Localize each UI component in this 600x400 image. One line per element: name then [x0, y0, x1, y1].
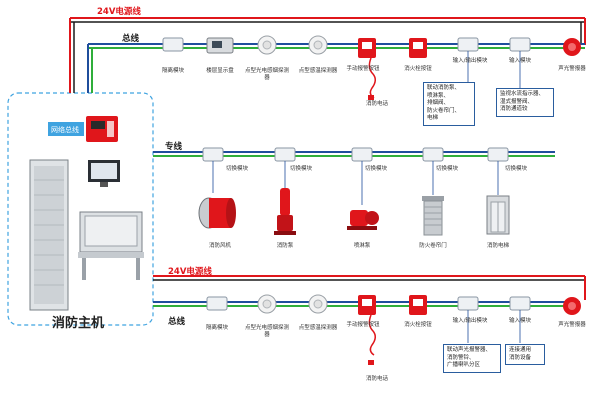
- sprinkler-pump-icon: [347, 210, 379, 230]
- top-device-label: 点型感温探测器: [298, 68, 338, 74]
- top-power-label: 24V电源线: [97, 7, 141, 17]
- bottom-device-label: 输入模块: [508, 318, 531, 324]
- bottom-device-label: 点型光电感烟探测器: [244, 325, 289, 338]
- bottom-io-module-icon: [457, 296, 479, 311]
- middle-module-label: 切换模块: [365, 166, 388, 172]
- bottom-phone-jack-icon: [368, 360, 374, 365]
- bottom-bus-label: 总线: [168, 317, 186, 327]
- network-bus-panel: [48, 122, 84, 136]
- equipment-label: 消防风机: [208, 243, 231, 249]
- top-device-label: 声光警报器: [558, 66, 586, 72]
- bottom-power-label: 24V电源线: [168, 267, 212, 277]
- bottom-input-module-icon: [509, 296, 531, 311]
- bottom-device-label: 消火栓按钮: [404, 322, 432, 328]
- middle-switch-modules: [202, 147, 509, 162]
- top-device-label: 隔离模块: [161, 68, 184, 74]
- fire-elevator-icon: [486, 195, 510, 235]
- host-title: 消防主机: [52, 316, 105, 331]
- middle-line-label: 专线: [165, 142, 183, 152]
- bottom-device-label: 输入/输出模块: [452, 318, 488, 324]
- equipment-label: 消防电梯: [486, 243, 509, 249]
- host-cabinet-icon: [29, 159, 69, 311]
- rolling-shutter-icon: [422, 196, 444, 236]
- top-phone-label: 消防电话: [365, 101, 388, 107]
- top-device-label: 输入模块: [508, 58, 531, 64]
- top-input-note: 监视水流指示器、 湿式报警阀、 消防通道较: [496, 88, 554, 117]
- equipment-label: 防火卷帘门: [419, 243, 447, 249]
- top-device-label: 楼层显示盘: [206, 68, 234, 74]
- bottom-device-label: 手动报警按钮: [346, 322, 380, 328]
- bottom-device-label: 点型感温探测器: [298, 325, 338, 331]
- middle-module-label: 切换模块: [226, 166, 249, 172]
- bottom-power-line: [153, 275, 586, 300]
- equipment-label: 喷淋泵: [353, 243, 371, 249]
- top-device-label: 手动报警按钮: [346, 66, 380, 72]
- top-device-label: 消火栓按钮: [404, 66, 432, 72]
- host-dashed-frame: [7, 92, 154, 326]
- top-bus-label: 总线: [122, 34, 140, 44]
- top-power-line: [69, 17, 586, 93]
- bottom-device-label: 声光警报器: [558, 322, 586, 328]
- equipment-label: 消防泵: [276, 243, 294, 249]
- top-io-note: 联动消防泵、 喷淋泵、 排烟阀、 防火卷帘门、 电梯: [423, 82, 475, 126]
- top-io-module-icon: [457, 37, 479, 52]
- top-phone-jack-icon: [368, 95, 374, 100]
- host-console-icon: [78, 211, 144, 280]
- fire-fan-icon: [198, 197, 236, 229]
- bottom-input-note: 连接通用 消防设备: [505, 344, 545, 365]
- fire-pump-icon: [274, 188, 296, 235]
- host-control-panel-icon: [86, 116, 118, 142]
- network-bus-label: 网络总线: [51, 126, 79, 134]
- host-monitor-icon: [88, 160, 120, 187]
- bottom-isolation-module-icon: [206, 296, 228, 311]
- top-input-module-icon: [509, 37, 531, 52]
- top-isolation-module-icon: [162, 37, 184, 52]
- top-device-label: 输入/输出模块: [452, 58, 488, 64]
- middle-module-label: 切换模块: [436, 166, 459, 172]
- top-device-label: 点型光电感烟探测器: [244, 68, 289, 81]
- bottom-device-label: 隔离模块: [205, 325, 228, 331]
- middle-module-label: 切换模块: [505, 166, 528, 172]
- middle-module-label: 切换模块: [290, 166, 313, 172]
- bottom-phone-label: 消防电话: [365, 376, 388, 382]
- bottom-io-note: 联动声光报警器、 消防警铃、 广播喇叭分区: [443, 344, 501, 373]
